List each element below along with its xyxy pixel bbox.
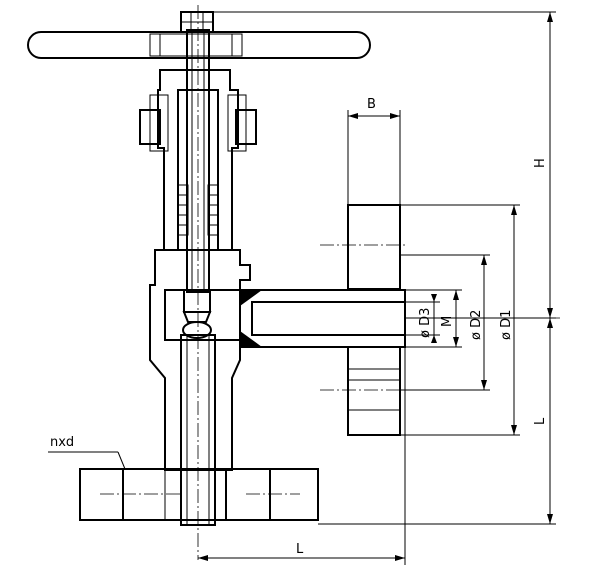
dim-label-d2: ø D2 <box>469 310 484 340</box>
dim-label-l-horizontal: L <box>296 542 304 557</box>
dim-label-m: M <box>440 316 455 327</box>
top-nut <box>180 11 214 33</box>
outlet-flange <box>347 204 401 436</box>
packing-rings <box>177 184 219 236</box>
outlet-pipe <box>239 289 406 348</box>
dim-label-b: B <box>367 97 376 112</box>
center-lines <box>100 5 560 560</box>
dim-label-nxd: nxd <box>50 435 74 450</box>
dim-label-l-vertical: L <box>533 417 548 425</box>
bottom-flange <box>79 468 319 521</box>
dimension-lines <box>48 11 556 565</box>
bonnet <box>139 69 257 251</box>
dim-label-d3: ø D3 <box>418 308 433 338</box>
dim-label-d1: ø D1 <box>499 310 514 340</box>
handwheel <box>27 31 371 59</box>
dim-label-h: H <box>533 158 548 168</box>
